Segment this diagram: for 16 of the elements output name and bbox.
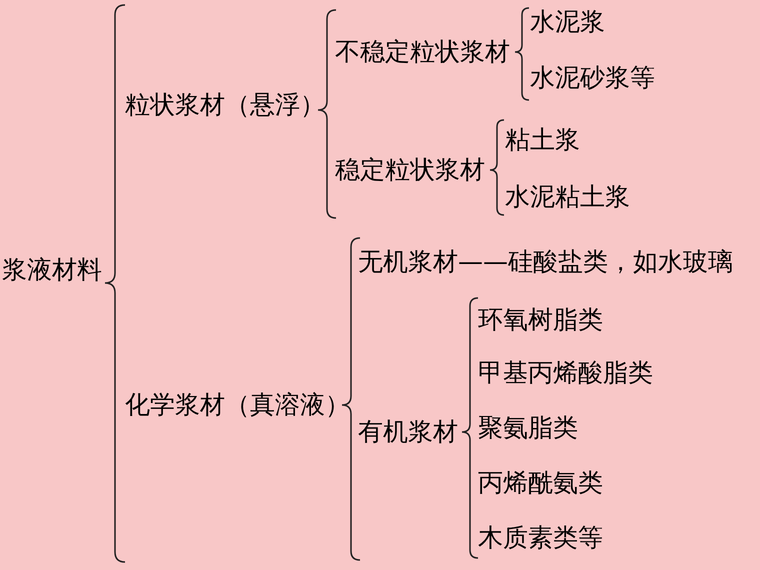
category-label: 木质素类等 [478,523,603,553]
category-label: 化学浆材（真溶液） [125,390,350,420]
category-label: 水泥砂浆等 [530,63,655,93]
category-label: 浆液材料 [2,255,102,285]
category-label: 粒状浆材（悬浮） [125,90,325,120]
category-label: 环氧树脂类 [478,305,603,335]
category-label: 不稳定粒状浆材 [335,37,510,67]
category-label: 甲基丙烯酸脂类 [478,358,653,388]
category-label: 稳定粒状浆材 [335,155,485,185]
category-label: 粘土浆 [505,125,580,155]
category-label: 有机浆材 [358,417,458,447]
category-label: 无机浆材——硅酸盐类，如水玻璃 [358,247,733,277]
category-label: 聚氨脂类 [478,413,578,443]
category-label: 水泥浆 [530,7,605,37]
category-label: 水泥粘土浆 [505,182,630,212]
category-label: 丙烯酰氨类 [478,468,603,498]
